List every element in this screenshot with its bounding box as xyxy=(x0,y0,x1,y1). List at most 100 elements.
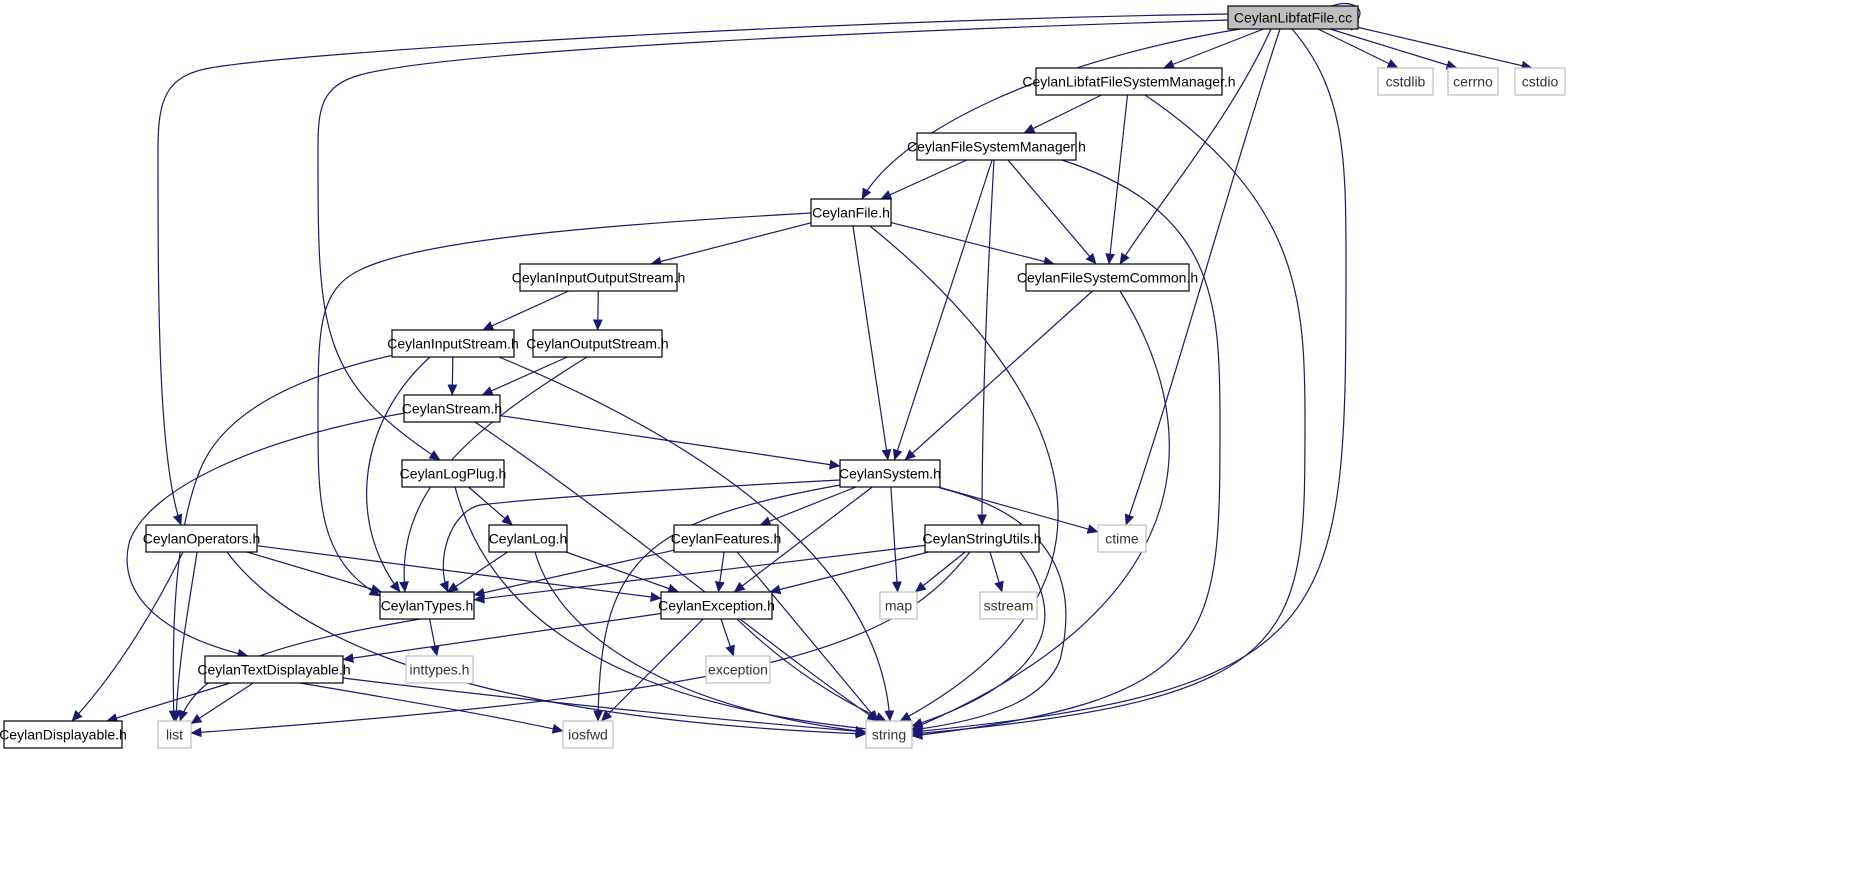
node-label: CeylanTextDisplayable.h xyxy=(197,662,350,678)
node-label: CeylanStringUtils.h xyxy=(922,531,1041,547)
node-libfat_fsm[interactable]: CeylanLibfatFileSystemManager.h xyxy=(1022,67,1236,96)
node-box xyxy=(1514,67,1566,96)
edge-operators-to-types xyxy=(246,551,383,594)
node-strutils[interactable]: CeylanStringUtils.h xyxy=(922,524,1042,553)
edge-system-to-iosfwd xyxy=(593,483,847,722)
edge-types-to-inttypes xyxy=(429,618,440,657)
edge-log-to-types xyxy=(446,551,508,593)
node-label: CeylanFeatures.h xyxy=(671,531,782,547)
edge-file-to-system xyxy=(852,225,892,461)
edge-strutils-to-types xyxy=(473,544,926,604)
node-box xyxy=(839,459,941,488)
node-label: cstdlib xyxy=(1386,74,1426,90)
edge-log-to-string xyxy=(534,551,867,736)
edge-textdisp-to-displayable xyxy=(106,682,231,723)
node-istream[interactable]: CeylanInputStream.h xyxy=(387,329,519,358)
node-exc_std: exception xyxy=(705,655,771,684)
edge-file-to-string xyxy=(869,225,1059,722)
node-operators[interactable]: CeylanOperators.h xyxy=(143,524,261,553)
node-box xyxy=(865,720,913,749)
node-box xyxy=(204,655,344,684)
node-box xyxy=(379,591,475,620)
edge-fsc-to-string xyxy=(911,290,1170,730)
node-textdisp[interactable]: CeylanTextDisplayable.h xyxy=(197,655,351,684)
edge-logplug-to-log xyxy=(468,486,513,526)
nodes-layer: CeylanLibfatFile.ccCeylanLibfatFileSyste… xyxy=(0,5,1566,749)
node-label: string xyxy=(872,727,906,743)
node-inttypes: inttypes.h xyxy=(405,655,474,684)
edge-features-to-types xyxy=(473,549,675,598)
edge-operators-to-exception xyxy=(256,545,662,602)
node-system[interactable]: CeylanSystem.h xyxy=(839,459,941,488)
edge-exception-to-iosfwd xyxy=(600,618,704,722)
node-label: CeylanTypes.h xyxy=(381,598,474,614)
edge-operators-to-displayable xyxy=(71,551,184,722)
edge-fsm-to-string xyxy=(911,159,1221,740)
node-box xyxy=(660,591,773,620)
node-displayable[interactable]: CeylanDisplayable.h xyxy=(0,720,127,749)
edge-exception-to-string xyxy=(736,618,887,722)
node-box xyxy=(157,720,192,749)
node-ios[interactable]: CeylanInputOutputStream.h xyxy=(512,263,686,292)
edge-types-to-list xyxy=(178,618,421,722)
node-types[interactable]: CeylanTypes.h xyxy=(379,591,475,620)
edge-istream-to-stream xyxy=(447,356,458,396)
edge-istream-to-string xyxy=(498,356,895,722)
node-sstream: sstream xyxy=(979,591,1038,620)
edge-features-to-exception xyxy=(714,551,725,593)
node-box xyxy=(519,263,678,292)
edge-file-to-ios xyxy=(650,222,812,267)
edge-istream-to-types xyxy=(366,356,431,593)
node-ostream[interactable]: CeylanOutputStream.h xyxy=(526,329,669,358)
node-box xyxy=(879,591,918,620)
node-file[interactable]: CeylanFile.h xyxy=(810,198,892,227)
node-fsc[interactable]: CeylanFileSystemCommon.h xyxy=(1017,263,1198,292)
edge-system-to-types xyxy=(439,479,841,593)
node-logplug[interactable]: CeylanLogPlug.h xyxy=(400,459,507,488)
node-label: exception xyxy=(708,662,768,678)
node-label: CeylanLibfatFile.cc xyxy=(1234,10,1352,26)
edge-libfat_cc-to-file xyxy=(861,28,1241,200)
node-box xyxy=(562,720,614,749)
edge-exception-to-exc_std xyxy=(720,618,735,657)
edge-strutils-to-string xyxy=(911,551,1046,728)
edge-libfat_cc-to-string xyxy=(911,28,1347,736)
node-ctime: ctime xyxy=(1097,524,1147,553)
edge-stream-to-string xyxy=(474,421,879,722)
node-fsm[interactable]: CeylanFileSystemManager.h xyxy=(907,132,1086,161)
edge-textdisp-to-iosfwd xyxy=(299,682,564,734)
node-box xyxy=(1447,67,1499,96)
node-label: CeylanLogPlug.h xyxy=(400,466,507,482)
node-label: iosfwd xyxy=(568,727,608,743)
node-label: inttypes.h xyxy=(410,662,470,678)
edge-file-to-fsc xyxy=(890,222,1055,267)
node-label: list xyxy=(166,727,183,743)
edge-stream-to-textdisp xyxy=(126,412,406,659)
node-label: CeylanInputOutputStream.h xyxy=(512,270,686,286)
node-label: cstdio xyxy=(1522,74,1559,90)
node-libfat_cc[interactable]: CeylanLibfatFile.cc xyxy=(1227,5,1359,30)
edge-libfat_fsm-to-fsc xyxy=(1105,94,1129,265)
node-box xyxy=(145,524,258,553)
node-iosfwd: iosfwd xyxy=(562,720,614,749)
node-box xyxy=(488,524,568,553)
node-box xyxy=(3,720,123,749)
node-label: cerrno xyxy=(1453,74,1493,90)
edge-fsm-to-system xyxy=(892,159,993,461)
node-features[interactable]: CeylanFeatures.h xyxy=(671,524,782,553)
edge-file-to-types xyxy=(317,212,812,597)
node-log[interactable]: CeylanLog.h xyxy=(488,524,568,553)
node-stream[interactable]: CeylanStream.h xyxy=(402,394,502,423)
edge-exception-to-textdisp xyxy=(342,612,662,663)
node-box xyxy=(401,459,505,488)
edge-libfat_cc-to-operators xyxy=(157,13,1229,526)
node-box xyxy=(532,329,663,358)
node-exception[interactable]: CeylanException.h xyxy=(658,591,775,620)
node-box xyxy=(916,132,1077,161)
edge-ostream-to-stream xyxy=(481,356,568,396)
edge-textdisp-to-string xyxy=(342,677,867,737)
node-box xyxy=(403,394,501,423)
node-list: list xyxy=(157,720,192,749)
node-cerrno: cerrno xyxy=(1447,67,1499,96)
edge-fsm-to-strutils xyxy=(977,159,995,526)
